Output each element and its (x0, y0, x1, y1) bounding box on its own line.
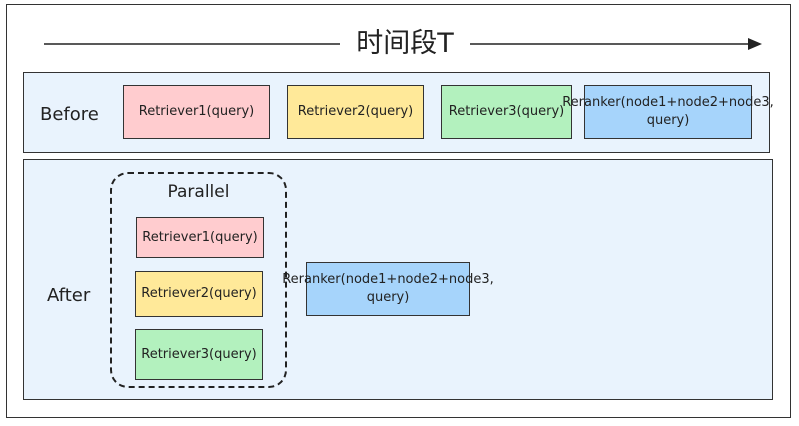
before-reranker-box: Reranker(node1+node2+node3, query) (562, 85, 774, 139)
after-retriever2-box: Retriever2(query) (135, 271, 263, 317)
timeline-label: 时间段T (340, 26, 470, 62)
after-reranker-box: Reranker(node1+node2+node3, query) (282, 262, 494, 316)
after-label: After (47, 285, 91, 306)
parallel-group (110, 172, 287, 388)
before-retriever1-box: Retriever1(query) (123, 85, 270, 139)
before-label: Before (40, 104, 99, 125)
after-retriever1-box: Retriever1(query) (136, 217, 264, 258)
after-retriever3-box: Retriever3(query) (135, 329, 263, 380)
parallel-label: Parallel (167, 182, 230, 202)
timeline-arrow: 时间段T (44, 26, 762, 62)
before-retriever2-box: Retriever2(query) (287, 85, 424, 139)
before-retriever3-box: Retriever3(query) (441, 85, 572, 139)
